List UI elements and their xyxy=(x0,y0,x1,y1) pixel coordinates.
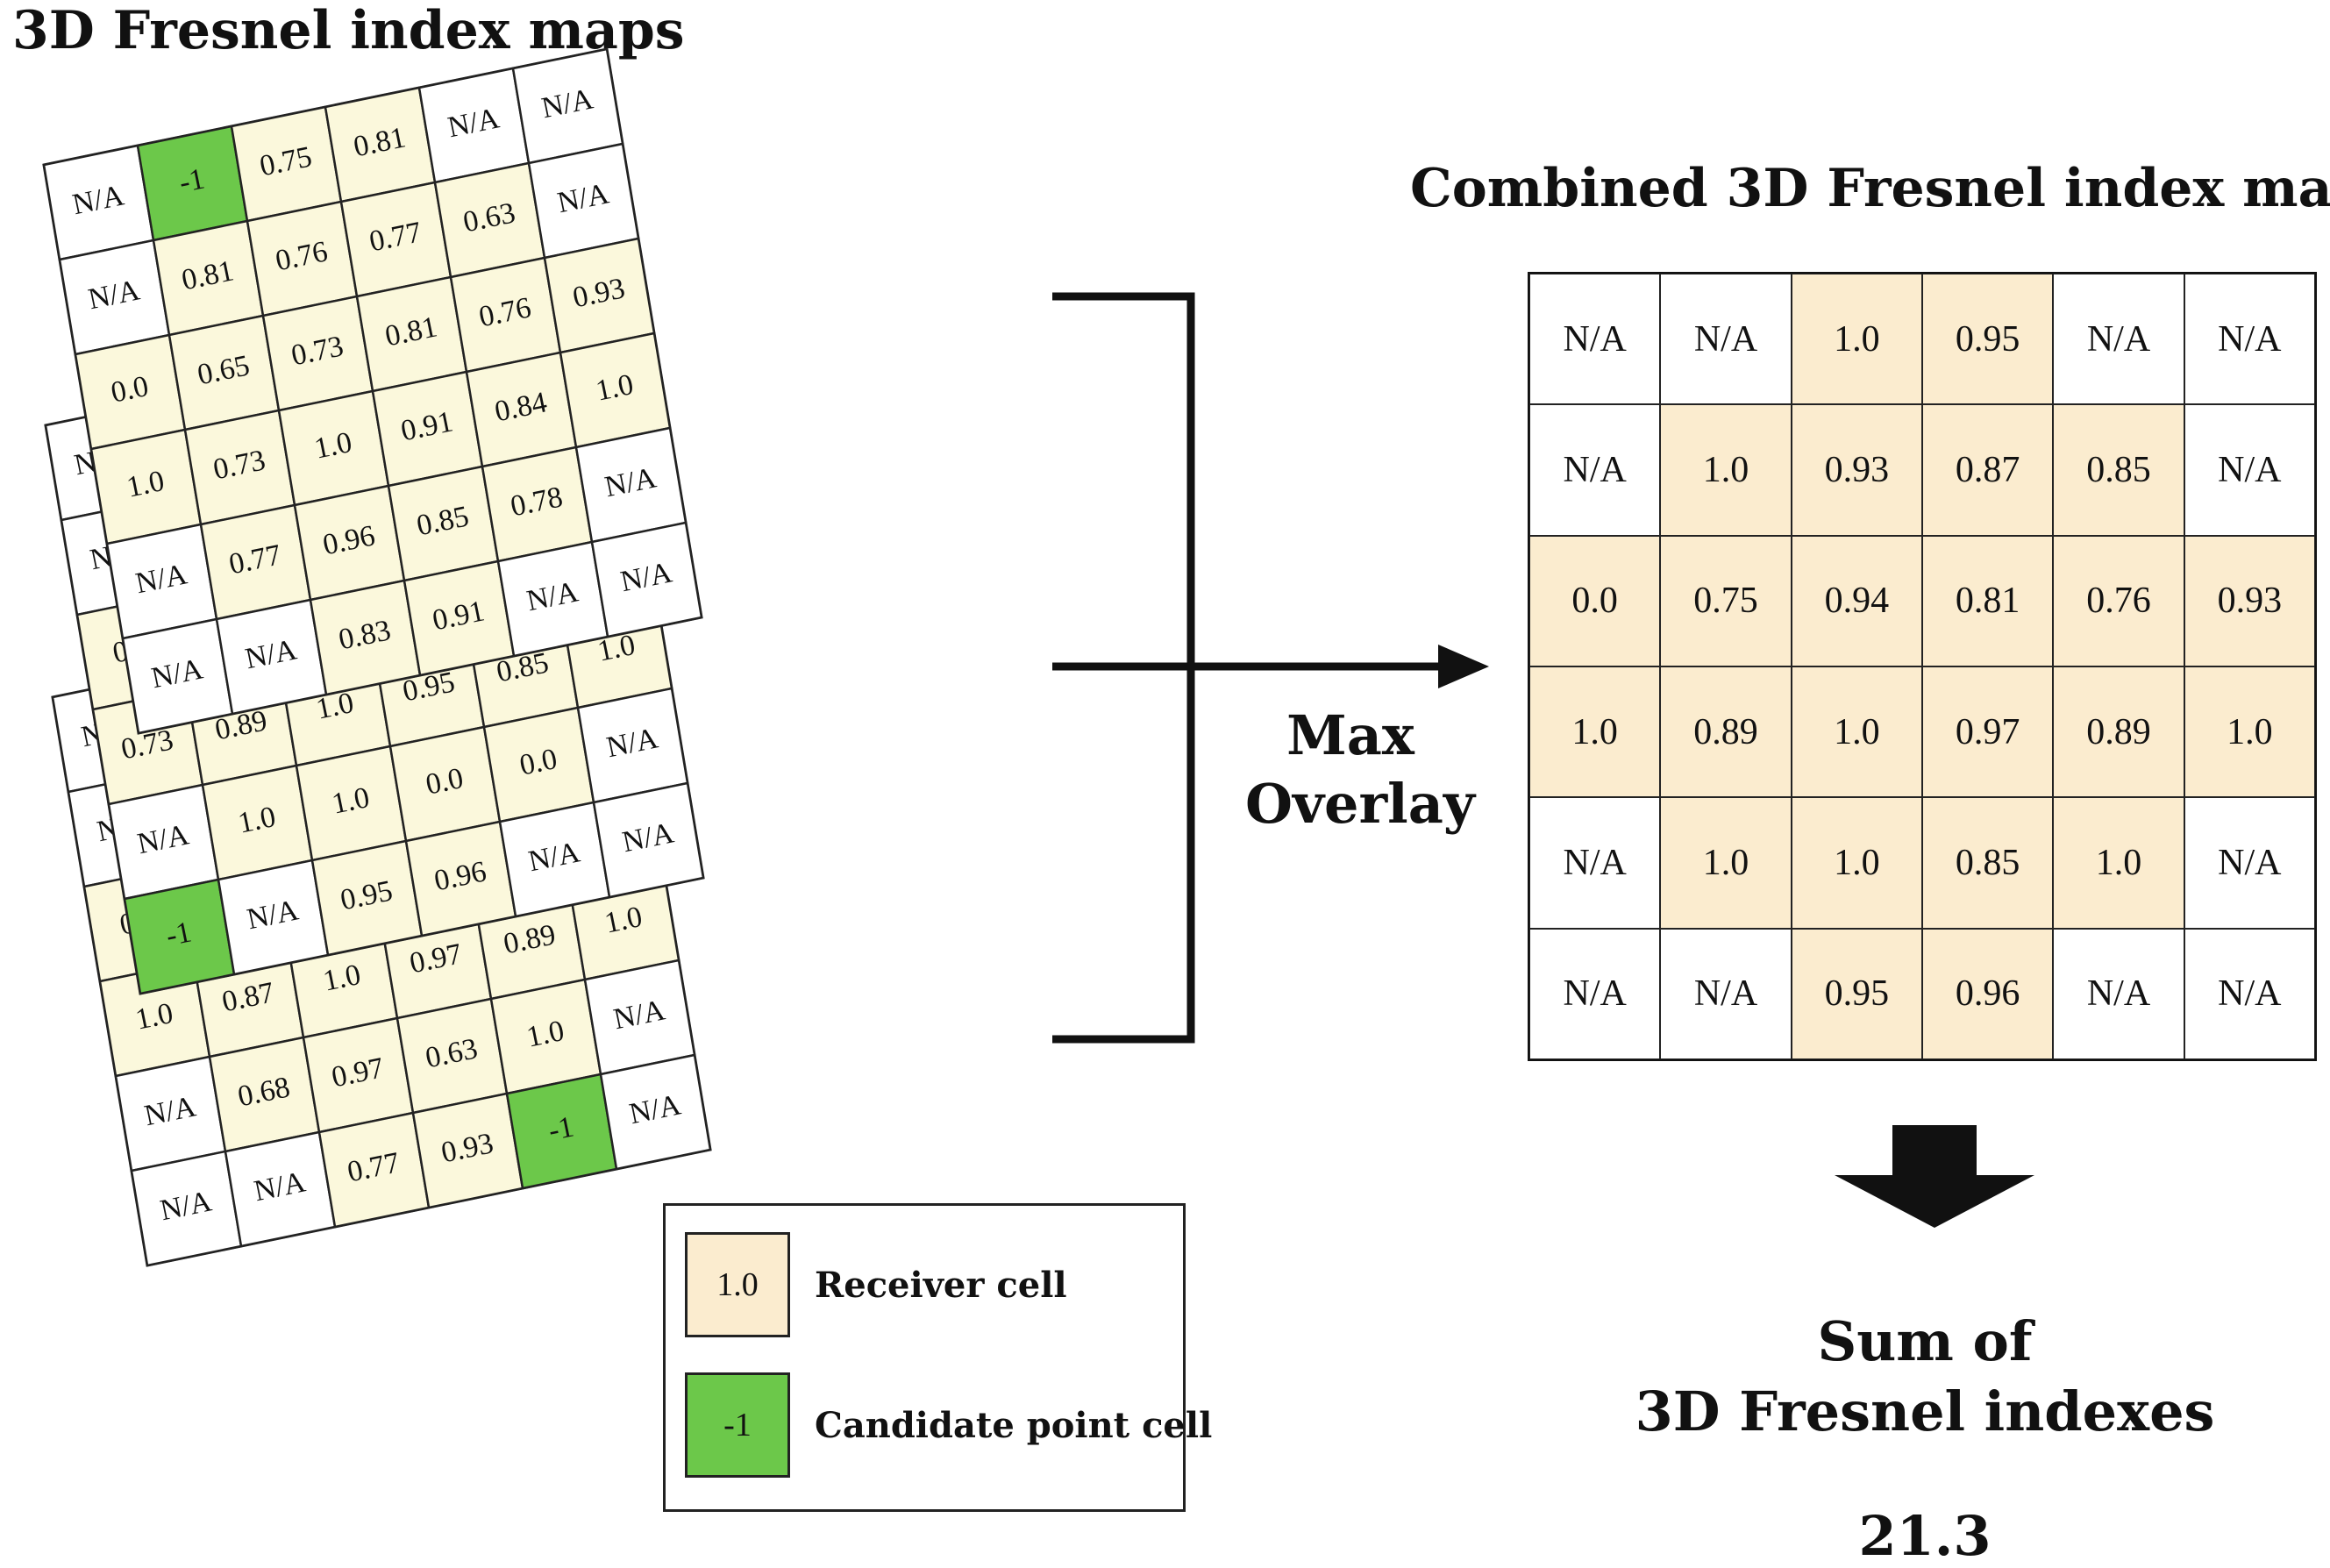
combined-cell: 0.81 xyxy=(1921,535,2054,666)
combined-cell: 1.0 xyxy=(1660,797,1792,929)
combined-cell: 1.0 xyxy=(1791,797,1922,929)
combined-cell: N/A xyxy=(2184,928,2315,1059)
combined-cell: 0.94 xyxy=(1791,535,1922,666)
op-line: Max xyxy=(1286,703,1414,767)
layer-cell xyxy=(599,1053,712,1171)
combined-cell: 1.0 xyxy=(1660,404,1792,536)
max-overlay-label: Max Overlay xyxy=(1245,702,1475,838)
arrow-right-icon xyxy=(1438,645,1489,688)
combined-cell: 0.95 xyxy=(1791,928,1922,1059)
layer-cell-value: 0.0 xyxy=(423,762,466,802)
legend-label: Receiver cell xyxy=(815,1264,1067,1306)
combined-cell: 0.87 xyxy=(1921,404,2054,536)
combined-map-title: Combined 3D Fresnel index map xyxy=(1410,158,2330,219)
combined-cell: 0.89 xyxy=(1660,666,1792,798)
max-overlay-bracket xyxy=(1052,292,1445,1044)
legend-item-receiver: 1.0 Receiver cell xyxy=(685,1232,1067,1337)
sum-label: Sum of 3D Fresnel indexes xyxy=(1578,1307,2271,1447)
combined-cell: N/A xyxy=(2184,797,2315,929)
combined-cell: N/A xyxy=(1529,274,1661,405)
combined-cell: 1.0 xyxy=(2053,797,2184,929)
combined-cell: N/A xyxy=(2184,274,2315,405)
combined-cell: 1.0 xyxy=(2184,666,2315,798)
combined-cell: 0.93 xyxy=(2184,535,2315,666)
combined-cell: N/A xyxy=(1529,404,1661,536)
layer-cell xyxy=(592,781,705,899)
layer-cell-value: 0.0 xyxy=(517,743,559,782)
combined-cell: 1.0 xyxy=(1529,666,1661,798)
combined-cell: N/A xyxy=(2053,274,2184,405)
combined-cell: 0.93 xyxy=(1791,404,1922,536)
combined-cell: N/A xyxy=(2184,404,2315,536)
combined-cell: 0.85 xyxy=(1921,797,2054,929)
layer-cell-value: 1.0 xyxy=(593,368,636,408)
legend-label: Candidate point cell xyxy=(815,1404,1213,1446)
legend-item-candidate: -1 Candidate point cell xyxy=(685,1372,1212,1478)
layer-cell-value: 1.0 xyxy=(320,959,363,998)
layer-cell-value: 0.0 xyxy=(108,370,151,410)
combined-cell: 1.0 xyxy=(1791,666,1922,798)
combined-cell: N/A xyxy=(1529,928,1661,1059)
combined-cell: N/A xyxy=(2053,928,2184,1059)
combined-cell: 0.89 xyxy=(2053,666,2184,798)
layer-cell-value: 1.0 xyxy=(329,781,372,821)
combined-cell: N/A xyxy=(1529,797,1661,929)
layer-cell-value: 1.0 xyxy=(524,1015,566,1054)
arrow-down-icon xyxy=(1835,1125,2034,1228)
stack-title: 3D Fresnel index maps xyxy=(12,0,685,61)
layer-cell-value: 1.0 xyxy=(311,426,354,466)
receiver-swatch: 1.0 xyxy=(685,1232,790,1337)
combined-cell: N/A xyxy=(1660,928,1792,1059)
layer-cell-value: 1.0 xyxy=(602,901,645,940)
layer-cell-value: 1.0 xyxy=(132,997,175,1037)
combined-cell: N/A xyxy=(1660,274,1792,405)
candidate-swatch: -1 xyxy=(685,1372,790,1478)
sum-line: 3D Fresnel indexes xyxy=(1635,1379,2215,1443)
legend: 1.0 Receiver cell -1 Candidate point cel… xyxy=(663,1203,1212,1512)
combined-cell: 0.97 xyxy=(1921,666,2054,798)
sum-value: 21.3 xyxy=(1858,1504,1992,1568)
combined-cell: 0.85 xyxy=(2053,404,2184,536)
sum-line: Sum of xyxy=(1817,1309,2033,1373)
op-line: Overlay xyxy=(1245,772,1475,836)
layer-cell-value: 1.0 xyxy=(124,465,167,504)
combined-cell: 0.0 xyxy=(1529,535,1661,666)
combined-cell: 0.96 xyxy=(1921,928,2054,1059)
combined-cell: 1.0 xyxy=(1791,274,1922,405)
combined-cell: 0.95 xyxy=(1921,274,2054,405)
layer-cell xyxy=(590,521,703,638)
layer-cell-value: 1.0 xyxy=(235,801,278,840)
combined-cell: 0.75 xyxy=(1660,535,1792,666)
combined-cell: 0.76 xyxy=(2053,535,2184,666)
